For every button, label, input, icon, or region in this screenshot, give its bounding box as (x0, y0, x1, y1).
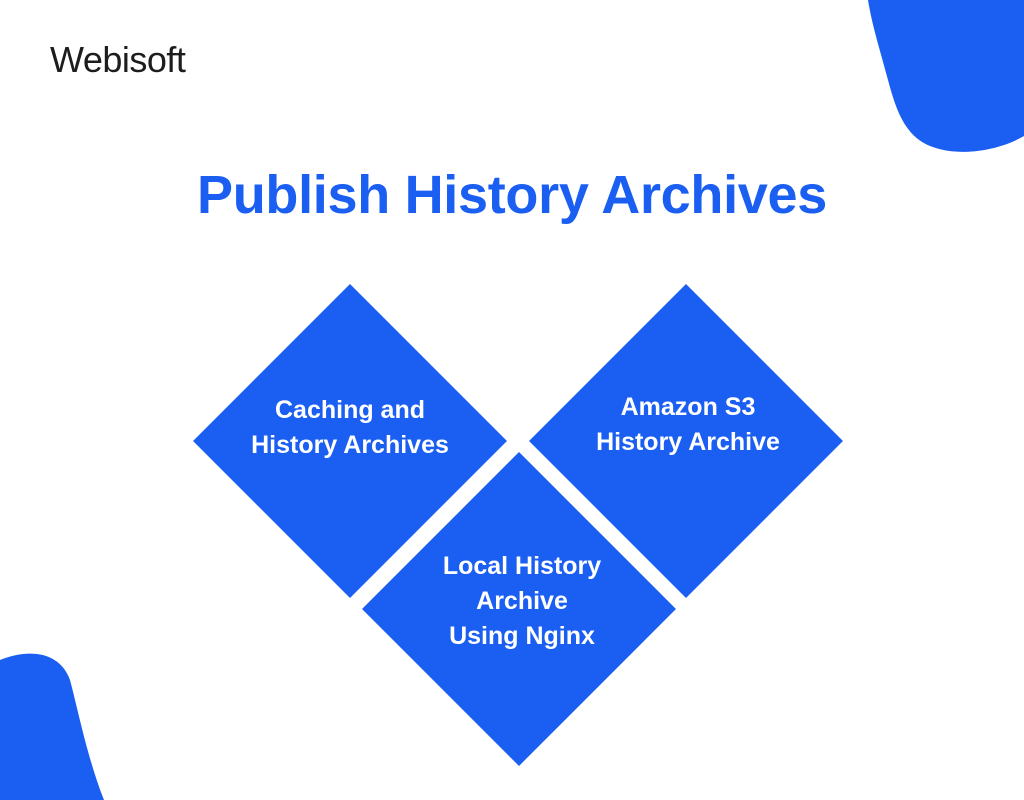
node-label-local-nginx: Local History Archive Using Nginx (392, 549, 652, 654)
node-label-line: Amazon S3 (620, 393, 756, 421)
node-label-line: History Archive (596, 428, 780, 456)
page-title: Publish History Archives (197, 165, 827, 225)
node-label-caching: Caching and History Archives (220, 393, 480, 463)
node-label-line: Caching and (274, 396, 425, 424)
webisoft-logo: Webisoft (50, 39, 186, 80)
node-label-line: History Archives (251, 431, 449, 459)
top-right-blob (868, 0, 1024, 152)
node-label-amazon-s3: Amazon S3 History Archive (558, 390, 818, 460)
node-label-line: Archive (476, 587, 568, 615)
node-label-line: Using Nginx (449, 622, 595, 650)
node-label-line: Local History (442, 552, 602, 580)
bottom-left-blob (0, 653, 104, 800)
